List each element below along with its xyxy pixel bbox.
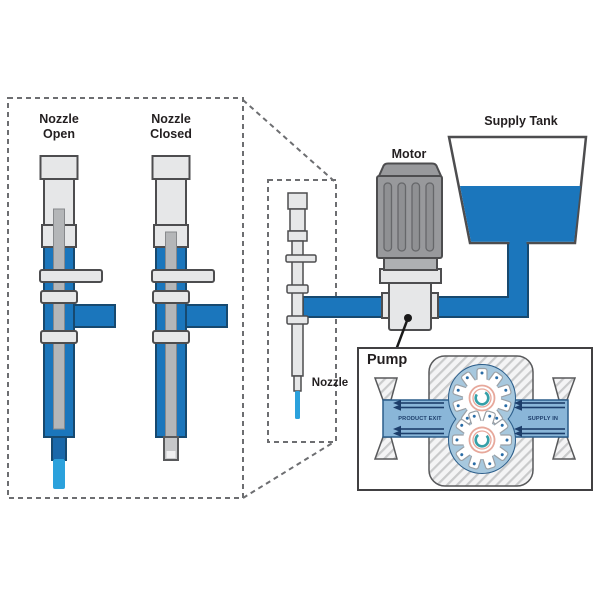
nozzle-closed-label: Nozzle Closed <box>150 112 192 141</box>
pump-label: Pump <box>367 352 408 368</box>
nozzle-open-label: Nozzle Open <box>39 112 79 141</box>
system-nozzle <box>285 192 317 419</box>
nozzle-stream <box>295 391 300 419</box>
open-tip <box>51 436 67 461</box>
motor-assembly <box>376 162 443 331</box>
motor-label: Motor <box>391 147 427 161</box>
piston-rod-up <box>53 208 65 430</box>
dispense-stream <box>53 459 65 489</box>
supply-in-label: SUPPLY IN <box>527 416 559 422</box>
nozzle-open-diagram <box>39 155 116 489</box>
pump-detail <box>357 347 593 491</box>
tank-outlet <box>509 239 527 253</box>
pump-pointer-dot <box>404 314 412 322</box>
supply-tank <box>447 135 588 253</box>
nozzle-label: Nozzle <box>311 377 349 389</box>
callout-line-bottom <box>242 441 335 499</box>
supply-tank-label: Supply Tank <box>484 114 558 128</box>
pump-pointer-line <box>394 317 410 351</box>
magnified-view-box <box>7 97 244 499</box>
motor-cap <box>377 162 443 177</box>
product-exit-label: PRODUCT EXIT <box>398 416 442 422</box>
callout-line-top <box>242 99 335 182</box>
nozzle-closed-diagram <box>151 155 228 461</box>
tank-liquid <box>460 186 581 242</box>
pump-block <box>388 281 432 331</box>
